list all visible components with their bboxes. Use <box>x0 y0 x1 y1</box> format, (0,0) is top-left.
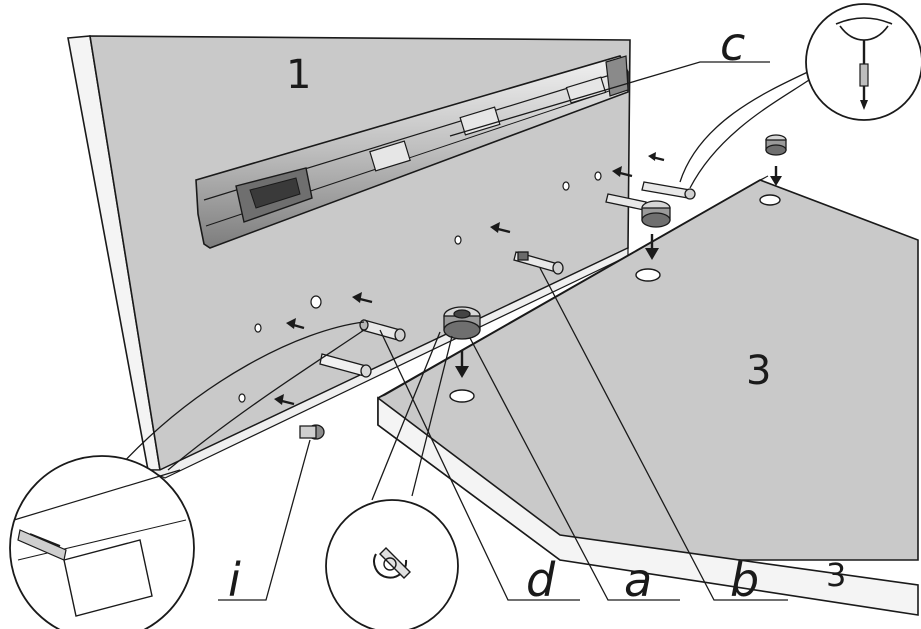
side-panel-bottom-edge <box>147 247 629 479</box>
screw-i <box>299 424 325 440</box>
label-part-i: i <box>228 553 241 607</box>
arrow-down <box>770 166 782 186</box>
arrow-left <box>352 292 373 304</box>
arrow-down <box>645 234 659 260</box>
cam-lock-upper <box>641 200 671 228</box>
bolt-b <box>513 251 564 275</box>
hole-a <box>449 389 475 403</box>
leader-a <box>469 337 680 601</box>
detail-bubble-screwdriver <box>805 3 921 121</box>
hole-b <box>635 268 661 282</box>
cam-lock-far <box>765 134 787 156</box>
arrow-down <box>455 350 469 378</box>
arrow-left <box>274 394 295 406</box>
bottom-panel-edge <box>377 396 919 616</box>
label-panel-3: 3 <box>746 348 771 394</box>
drawer-rail <box>195 55 629 249</box>
leader-b <box>539 267 788 601</box>
leader-c <box>449 61 770 137</box>
dowel-d <box>359 319 406 342</box>
cam-lock-a <box>443 306 481 340</box>
leader-d <box>379 329 580 601</box>
label-part-b: b <box>730 553 759 607</box>
hammer-head-icon <box>63 539 153 617</box>
detail-bubble-cam <box>325 499 459 629</box>
bottom-panel <box>377 175 919 616</box>
label-part-a: a <box>624 553 652 607</box>
hole-c <box>759 194 781 206</box>
detail-bubble-hammer <box>9 455 195 629</box>
detail-line <box>119 321 365 467</box>
rail-slot <box>459 106 501 136</box>
rail-slot <box>565 76 607 104</box>
arrows <box>274 152 782 406</box>
label-panel-1: 1 <box>286 52 311 98</box>
fittings <box>299 134 787 440</box>
bottom-panel-back-edge <box>377 175 769 399</box>
rail-slot <box>369 140 411 172</box>
dowel-lower <box>319 353 372 378</box>
arrow-left <box>612 166 633 178</box>
label-part-d: d <box>526 553 556 607</box>
screwdriver-icon <box>379 547 411 579</box>
detail-line <box>167 329 365 471</box>
arrow-left <box>490 222 511 234</box>
label-panel-3-edge: 3 <box>826 556 846 594</box>
leader-i <box>218 439 311 601</box>
side-panel-holes <box>238 171 602 403</box>
label-part-c: c <box>720 17 745 71</box>
arrow-left <box>648 152 665 162</box>
side-panel <box>67 35 631 479</box>
arrow-left <box>286 318 305 330</box>
leader-lines <box>119 61 813 601</box>
